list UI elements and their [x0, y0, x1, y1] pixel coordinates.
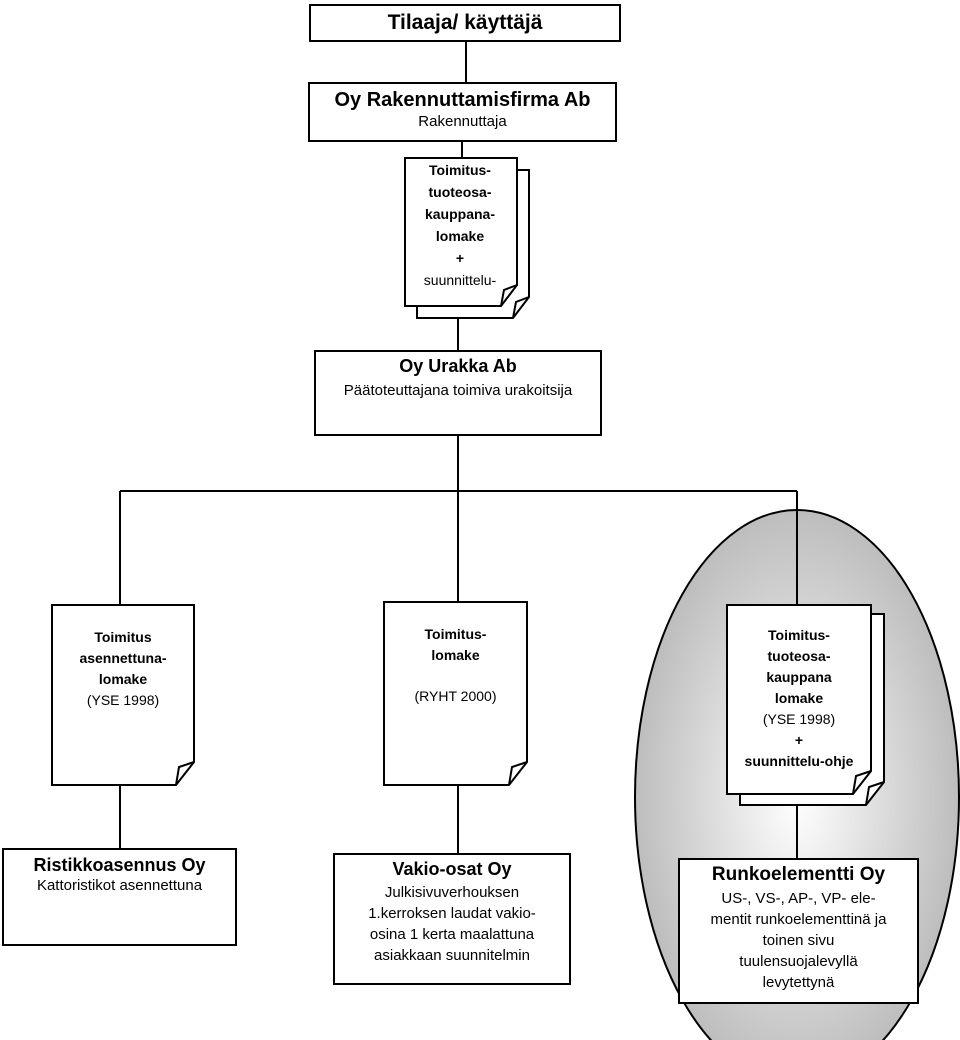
doc-top-shape: [404, 157, 530, 319]
sub-right-name: Runkoelementti Oy: [711, 864, 886, 885]
sub-mid-desc-line: Julkisivuverhouksen: [384, 884, 520, 901]
doc-top-line: +: [455, 250, 465, 266]
sub-mid-desc-line: osina 1 kerta maalattuna: [369, 926, 535, 943]
sub-right-desc-line: toinen sivu: [762, 932, 835, 949]
developer-role: Rakennuttaja: [418, 113, 507, 130]
client-title: Tilaaja/ käyttäjä: [387, 11, 543, 34]
sub-mid-desc-line: asiakkaan suunnitelmin: [374, 947, 530, 964]
doc-left-line: (YSE 1998): [86, 692, 160, 708]
sub-left-desc: Kattoristikot asennettuna: [36, 877, 203, 894]
doc-right-line: +: [794, 732, 804, 748]
main-contractor-name: Oy Urakka Ab: [399, 356, 517, 376]
sub-mid-box: Vakio-osat Oy Julkisivuverhouksen 1.kerr…: [333, 853, 571, 985]
doc-mid-line: (RYHT 2000): [414, 688, 497, 704]
sub-left-name: Ristikkoasennus Oy: [33, 855, 206, 875]
doc-top: Toimitus- tuoteosa- kauppana- lomake + s…: [405, 158, 515, 292]
doc-right-line: (YSE 1998): [762, 711, 836, 727]
doc-left: Toimitus asennettuna- lomake (YSE 1998): [52, 605, 194, 725]
doc-right-line: lomake: [774, 690, 824, 706]
doc-right-line: Toimitus-: [768, 627, 830, 643]
sub-mid-desc-line: 1.kerroksen laudat vakio-: [368, 905, 536, 922]
doc-mid-line: Toimitus-: [424, 626, 487, 642]
doc-mid: Toimitus- lomake (RYHT 2000): [384, 602, 527, 722]
main-contractor-role: Päätoteuttajana toimiva urakoitsija: [343, 382, 573, 399]
doc-top-line: Toimitus-: [429, 162, 491, 178]
sub-right-desc-line: levytettynä: [762, 974, 835, 991]
sub-right-box: Runkoelementti Oy US-, VS-, AP-, VP- ele…: [678, 858, 919, 1004]
doc-mid-line: lomake: [431, 647, 480, 663]
doc-top-line: lomake: [435, 228, 485, 244]
doc-right: Toimitus- tuoteosa- kauppana lomake (YSE…: [727, 605, 871, 775]
doc-left-line: lomake: [98, 671, 148, 687]
developer-box: Oy Rakennuttamisfirma Ab Rakennuttaja: [308, 82, 617, 142]
sub-right-desc-line: mentit runkoelementtinä ja: [710, 911, 887, 928]
doc-left-shape: [51, 604, 195, 786]
doc-mid-shape: [383, 601, 528, 786]
developer-name: Oy Rakennuttamisfirma Ab: [334, 89, 591, 111]
client-box: Tilaaja/ käyttäjä: [309, 4, 621, 42]
sub-right-desc-line: tuulensuojalevyllä: [739, 953, 858, 970]
doc-left-line: Toimitus: [94, 629, 152, 645]
doc-left-line: asennettuna-: [79, 650, 167, 666]
doc-right-line: tuoteosa-: [767, 648, 831, 664]
doc-right-line: suunnittelu-ohje: [744, 753, 854, 769]
doc-right-shape: [726, 604, 885, 806]
sub-left-box: Ristikkoasennus Oy Kattoristikot asennet…: [2, 848, 237, 946]
sub-mid-name: Vakio-osat Oy: [392, 859, 512, 879]
doc-top-line: suunnittelu-: [423, 272, 497, 288]
doc-top-line: kauppana-: [424, 206, 495, 222]
doc-top-line: tuoteosa-: [428, 184, 492, 200]
main-contractor-box: Oy Urakka Ab Päätoteuttajana toimiva ura…: [314, 350, 602, 436]
sub-right-desc-line: US-, VS-, AP-, VP- ele-: [721, 890, 876, 907]
doc-right-line: kauppana: [766, 669, 832, 685]
